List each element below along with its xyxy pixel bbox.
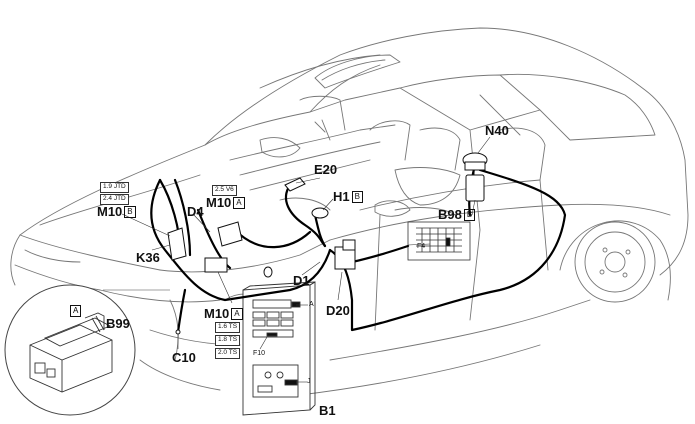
label-b98-box: B	[463, 209, 476, 221]
label-b99-box: A	[70, 305, 82, 317]
label-f4: F4	[417, 243, 426, 250]
label-n40: N40	[485, 123, 509, 138]
tag-1-9-jtd: 1.9 JTD	[100, 182, 129, 193]
label-m10-top-box: A	[233, 197, 245, 209]
label-m10-left-box: B	[124, 206, 136, 218]
tag-2-0-ts: 2.0 TS	[215, 348, 241, 359]
label-b98-text: B98	[438, 207, 462, 222]
label-m10-bottom-box: A	[231, 308, 243, 320]
tag-2-4-jtd: 2.4 JTD	[100, 194, 129, 205]
label-h1-box: B	[351, 191, 363, 203]
label-m10-bottom-text: M10	[204, 306, 230, 321]
fuse-box-f4	[407, 221, 471, 261]
label-k36: K36	[136, 250, 160, 265]
label-b1: B1	[319, 403, 336, 418]
label-j-fuse: J	[307, 378, 311, 385]
label-h1-text: H1	[333, 189, 350, 204]
label-e20: E20	[314, 162, 338, 177]
fuse-panel-b1	[242, 281, 316, 416]
tag-1-8-ts: 1.8 TS	[215, 335, 241, 346]
label-d20: D20	[326, 303, 350, 318]
label-c10: C10	[172, 350, 196, 365]
tag-1-6-ts: 1.6 TS	[215, 322, 241, 333]
label-d4: D4	[187, 204, 204, 219]
label-m10-left-text: M10	[97, 204, 123, 219]
b99-detail-circle	[4, 284, 136, 416]
wiring-harness	[150, 163, 567, 334]
label-b99: B99	[106, 316, 130, 331]
components	[167, 152, 488, 335]
label-m10-top-text: M10	[206, 195, 232, 210]
label-f10: F10	[253, 350, 266, 357]
tag-2-5-v6: 2.5 V6	[212, 185, 237, 196]
label-d1: D1	[293, 273, 310, 288]
label-a-fuse: A	[309, 301, 314, 308]
